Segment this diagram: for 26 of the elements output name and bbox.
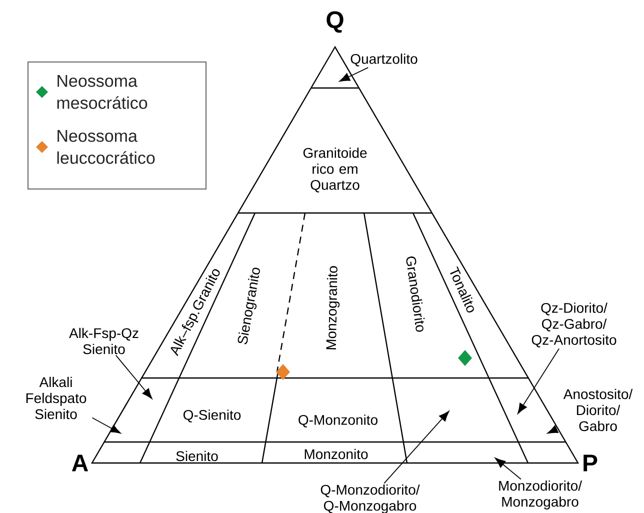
field-name: Sienogranito (238, 268, 260, 344)
vertex-label: P (584, 454, 598, 472)
vertex-label: Q (326, 11, 344, 33)
leader-arrow (384, 410, 450, 484)
field-name: Monzogranito (326, 266, 340, 350)
vertex-label: A (72, 454, 88, 472)
field-name: Granodiorito (406, 256, 425, 332)
leader-arrow (115, 354, 152, 400)
legend-text: Neossoma leuccocrático (57, 130, 155, 164)
rock-name-label: Quartzolito (350, 54, 418, 66)
rock-name-label: Anostosito/ Diorito/ Gabro (563, 388, 633, 432)
field-name: Granitoide rico em Quartzo (303, 148, 367, 192)
field-name: Q-Monzonito (298, 414, 378, 428)
rock-name-label: Alkali Feldspato Sienito (26, 376, 86, 420)
rock-name-label: Monzodiorito/ Monzogabro (499, 480, 582, 510)
leader-arrow (494, 458, 522, 480)
leader-arrow (518, 348, 560, 414)
leader-arrow (92, 417, 121, 434)
rock-name-label: Alk-Fsp-Qz Sienito (69, 328, 138, 354)
rock-name-label: Qz-Diorito/ Qz-Gabro/ Qz-Anortosito (532, 302, 616, 348)
legend-text: Neossoma mesocrático (57, 75, 148, 109)
field-name: Monzonito (304, 448, 368, 460)
leader-arrow (547, 425, 558, 434)
field-name: Sienito (176, 450, 218, 462)
field-name: Q-Sienito (183, 410, 241, 422)
leader-arrow (339, 67, 369, 82)
